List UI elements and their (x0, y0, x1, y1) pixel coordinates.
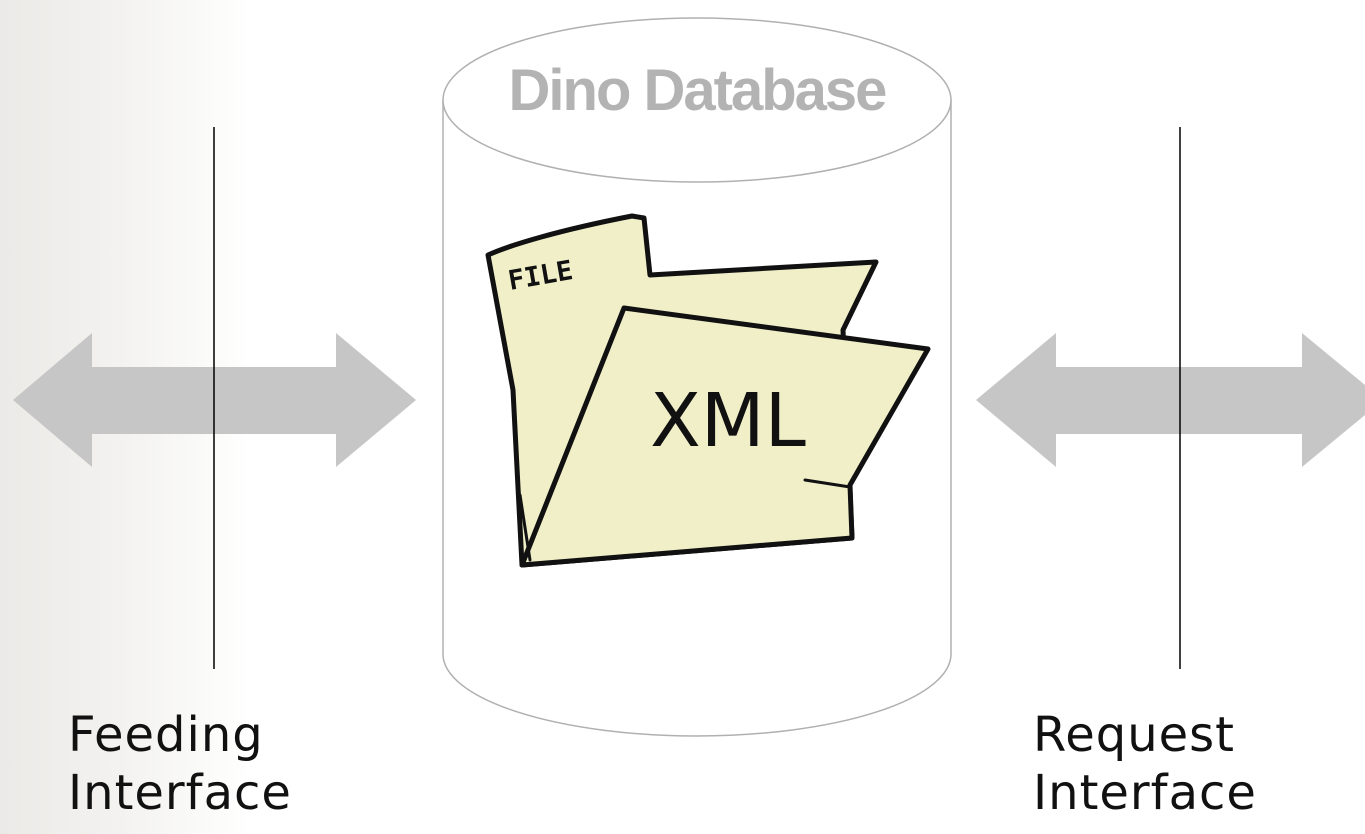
folder-crease-bottom (803, 478, 852, 489)
feeding-interface-line1: Feeding (68, 707, 264, 763)
request-interface-line1: Request (1033, 707, 1235, 763)
feeding-interface-line2: Interface (68, 765, 292, 821)
folder-crease (518, 493, 532, 562)
feeding-interface-label: Feeding Interface (68, 706, 292, 822)
folder-content-label: XML (650, 378, 806, 464)
request-interface-label: Request Interface (1033, 706, 1257, 822)
folder-front-flap (519, 305, 931, 568)
folder-icon: FILE XML (485, 213, 931, 568)
right-double-arrow (976, 333, 1365, 467)
request-interface-line2: Interface (1033, 765, 1257, 821)
database-title: Dino Database (509, 58, 887, 123)
cylinder-top (442, 17, 952, 183)
